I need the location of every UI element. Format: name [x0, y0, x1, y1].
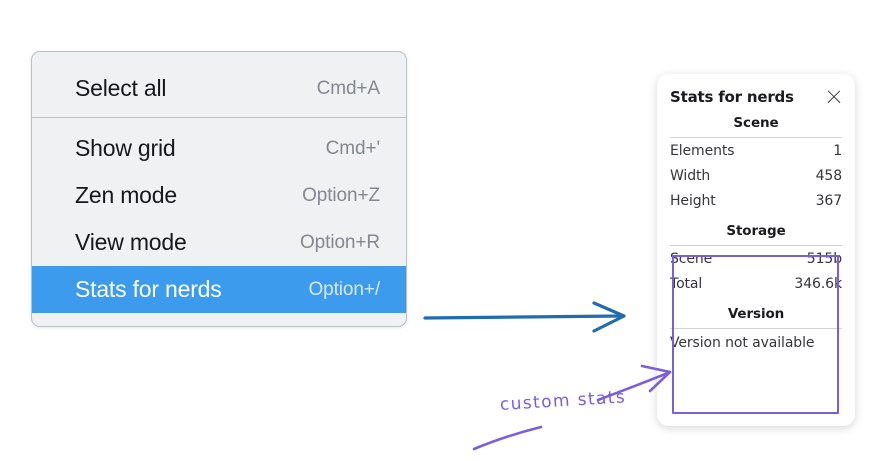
- menu-item-label: Stats for nerds: [75, 276, 222, 302]
- section-divider: [670, 137, 842, 138]
- stats-for-nerds-panel: Stats for nerds Scene Elements 1 Width 4…: [657, 74, 855, 426]
- menu-group-1: Select all Cmd+A: [32, 59, 406, 117]
- stat-row-elements: Elements 1: [670, 138, 842, 163]
- menu-item-label: View mode: [75, 229, 187, 255]
- stat-key: Elements: [670, 143, 735, 159]
- stats-panel-header: Stats for nerds: [670, 74, 842, 106]
- menu-item-stats-for-nerds[interactable]: Stats for nerds Option+/: [32, 266, 406, 313]
- stat-key: Width: [670, 168, 711, 184]
- version-note: Version not available: [670, 335, 815, 351]
- annotation-label-custom-stats: custom stats: [499, 387, 627, 415]
- stat-value: 515b: [806, 251, 842, 267]
- section-heading-storage: Storage: [726, 223, 786, 239]
- menu-item-shortcut: Option+R: [300, 232, 380, 253]
- stat-key: Height: [670, 193, 716, 209]
- context-menu[interactable]: Select all Cmd+A Show grid Cmd+' Zen mod…: [31, 51, 407, 327]
- menu-item-select-all[interactable]: Select all Cmd+A: [32, 59, 406, 117]
- stat-row-width: Width 458: [670, 163, 842, 188]
- menu-item-shortcut: Cmd+A: [316, 77, 380, 99]
- stat-row-total-storage: Total 346.6k: [670, 271, 842, 296]
- menu-top-padding: [32, 52, 406, 59]
- stat-value: 346.6k: [794, 276, 842, 292]
- menu-group-padding: [32, 118, 406, 125]
- menu-item-label: Zen mode: [75, 182, 177, 208]
- menu-item-view-mode[interactable]: View mode Option+R: [32, 219, 406, 266]
- menu-item-label: Show grid: [75, 135, 176, 161]
- menu-item-show-grid[interactable]: Show grid Cmd+': [32, 125, 406, 172]
- menu-item-label: Select all: [75, 74, 167, 101]
- menu-item-zen-mode[interactable]: Zen mode Option+Z: [32, 172, 406, 219]
- stat-row-height: Height 367: [670, 188, 842, 213]
- stat-value: 458: [815, 168, 843, 184]
- section-heading-scene: Scene: [733, 115, 779, 131]
- section-divider: [670, 245, 842, 246]
- blue-arrow: [423, 301, 626, 333]
- purple-arrow-lower: [472, 425, 543, 451]
- stat-key: Total: [670, 276, 703, 292]
- close-icon[interactable]: [825, 88, 842, 105]
- section-divider: [670, 328, 842, 329]
- menu-separator: [32, 117, 406, 118]
- stat-key: Scene: [670, 251, 713, 267]
- stat-row-scene-storage: Scene 515b: [670, 246, 842, 271]
- menu-item-shortcut: Option+Z: [302, 185, 380, 206]
- section-heading-version: Version: [727, 306, 785, 322]
- menu-group-2: Show grid Cmd+' Zen mode Option+Z View m…: [32, 118, 406, 313]
- stat-value: 1: [833, 143, 842, 159]
- stat-value: 367: [815, 193, 843, 209]
- menu-item-shortcut: Option+/: [308, 279, 380, 300]
- menu-item-shortcut: Cmd+': [325, 138, 380, 159]
- stats-panel-title: Stats for nerds: [670, 87, 794, 106]
